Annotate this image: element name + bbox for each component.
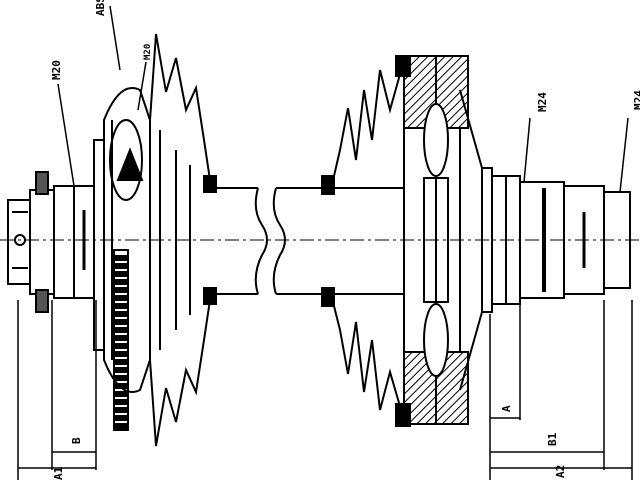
callout-thread-left-label: M20 — [50, 60, 63, 80]
abs-tooth — [115, 367, 127, 373]
outer-cv-joint — [93, 87, 151, 393]
callout-thread-right-label: M24 — [536, 92, 549, 112]
dimension-right — [489, 300, 633, 480]
callout-thread-far-right-label: M24 — [632, 90, 640, 110]
abs-tooth — [115, 295, 127, 301]
abs-tooth — [115, 287, 127, 293]
abs-tooth — [115, 303, 127, 309]
abs-tooth — [115, 399, 127, 405]
abs-tooth — [115, 423, 127, 429]
abs-tooth — [115, 335, 127, 341]
inner-tripod-joint — [395, 55, 483, 427]
dim-right-short-label: A — [500, 405, 513, 412]
abs-tooth — [115, 343, 127, 349]
right-boot-clamp — [321, 175, 335, 307]
abs-tooth — [115, 407, 127, 413]
dim-left-short-label: B — [70, 437, 83, 444]
abs-tooth — [115, 319, 127, 325]
abs-ring — [113, 249, 129, 431]
abs-tooth — [115, 351, 127, 357]
abs-tooth — [115, 391, 127, 397]
abs-tooth — [115, 415, 127, 421]
abs-tooth — [115, 327, 127, 333]
abs-tooth — [115, 255, 127, 261]
callout-leaders — [57, 5, 629, 193]
dim-right-mid-label: B1 — [546, 432, 559, 446]
abs-tooth — [115, 263, 127, 269]
left-threaded-stub — [7, 171, 55, 313]
abs-tooth — [115, 359, 127, 365]
abs-tooth — [115, 311, 127, 317]
callout-abs-label: ABS — [94, 0, 107, 16]
left-collar — [53, 185, 95, 299]
abs-tooth — [115, 279, 127, 285]
shaft — [216, 187, 322, 295]
dimension-left — [17, 300, 97, 480]
abs-tooth — [115, 383, 127, 389]
dim-left-long-label: A1 — [52, 466, 65, 480]
callout-thread-mid-label: M20 — [143, 44, 153, 60]
abs-tooth — [115, 375, 127, 381]
abs-tooth — [115, 271, 127, 277]
left-boot-clamp — [203, 175, 217, 305]
shaft-break-mark — [254, 187, 286, 295]
dim-right-long-label: A2 — [554, 465, 567, 478]
right-boot — [333, 59, 405, 421]
right-spline-stub — [519, 181, 631, 299]
